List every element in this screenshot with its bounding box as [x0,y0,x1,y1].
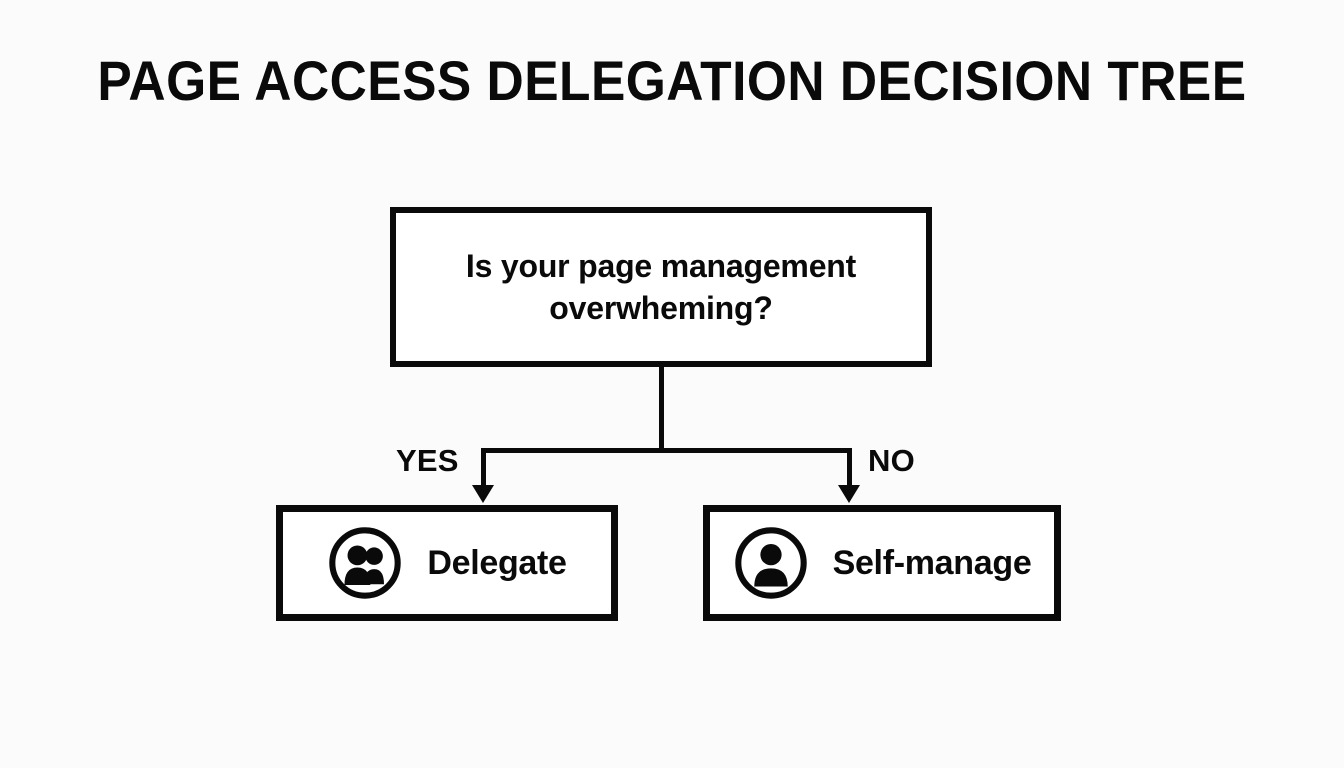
outcome-label-self-manage: Self-manage [832,543,1032,582]
user-circle-icon [734,527,807,599]
outcome-node-delegate: Delegate [276,505,618,621]
branch-label-yes: YES [396,443,459,478]
decision-node-label: Is your page management overwheming? [465,247,857,326]
connector-stem [659,367,664,452]
page-title: PAGE ACCESS DELEGATION DECISION TREE [97,49,1247,112]
outcome-label-delegate: Delegate [427,543,567,582]
connector-drop-yes [481,448,486,488]
connector-drop-no [847,448,852,488]
users-circle-icon [329,527,402,599]
connector-horizontal-bar [481,448,852,453]
arrowhead-yes-icon [472,485,494,503]
branch-label-no: NO [868,443,915,478]
decision-node-question: Is your page management overwheming? [390,207,932,367]
outcome-node-self-manage: Self-manage [703,505,1061,621]
arrowhead-no-icon [838,485,860,503]
